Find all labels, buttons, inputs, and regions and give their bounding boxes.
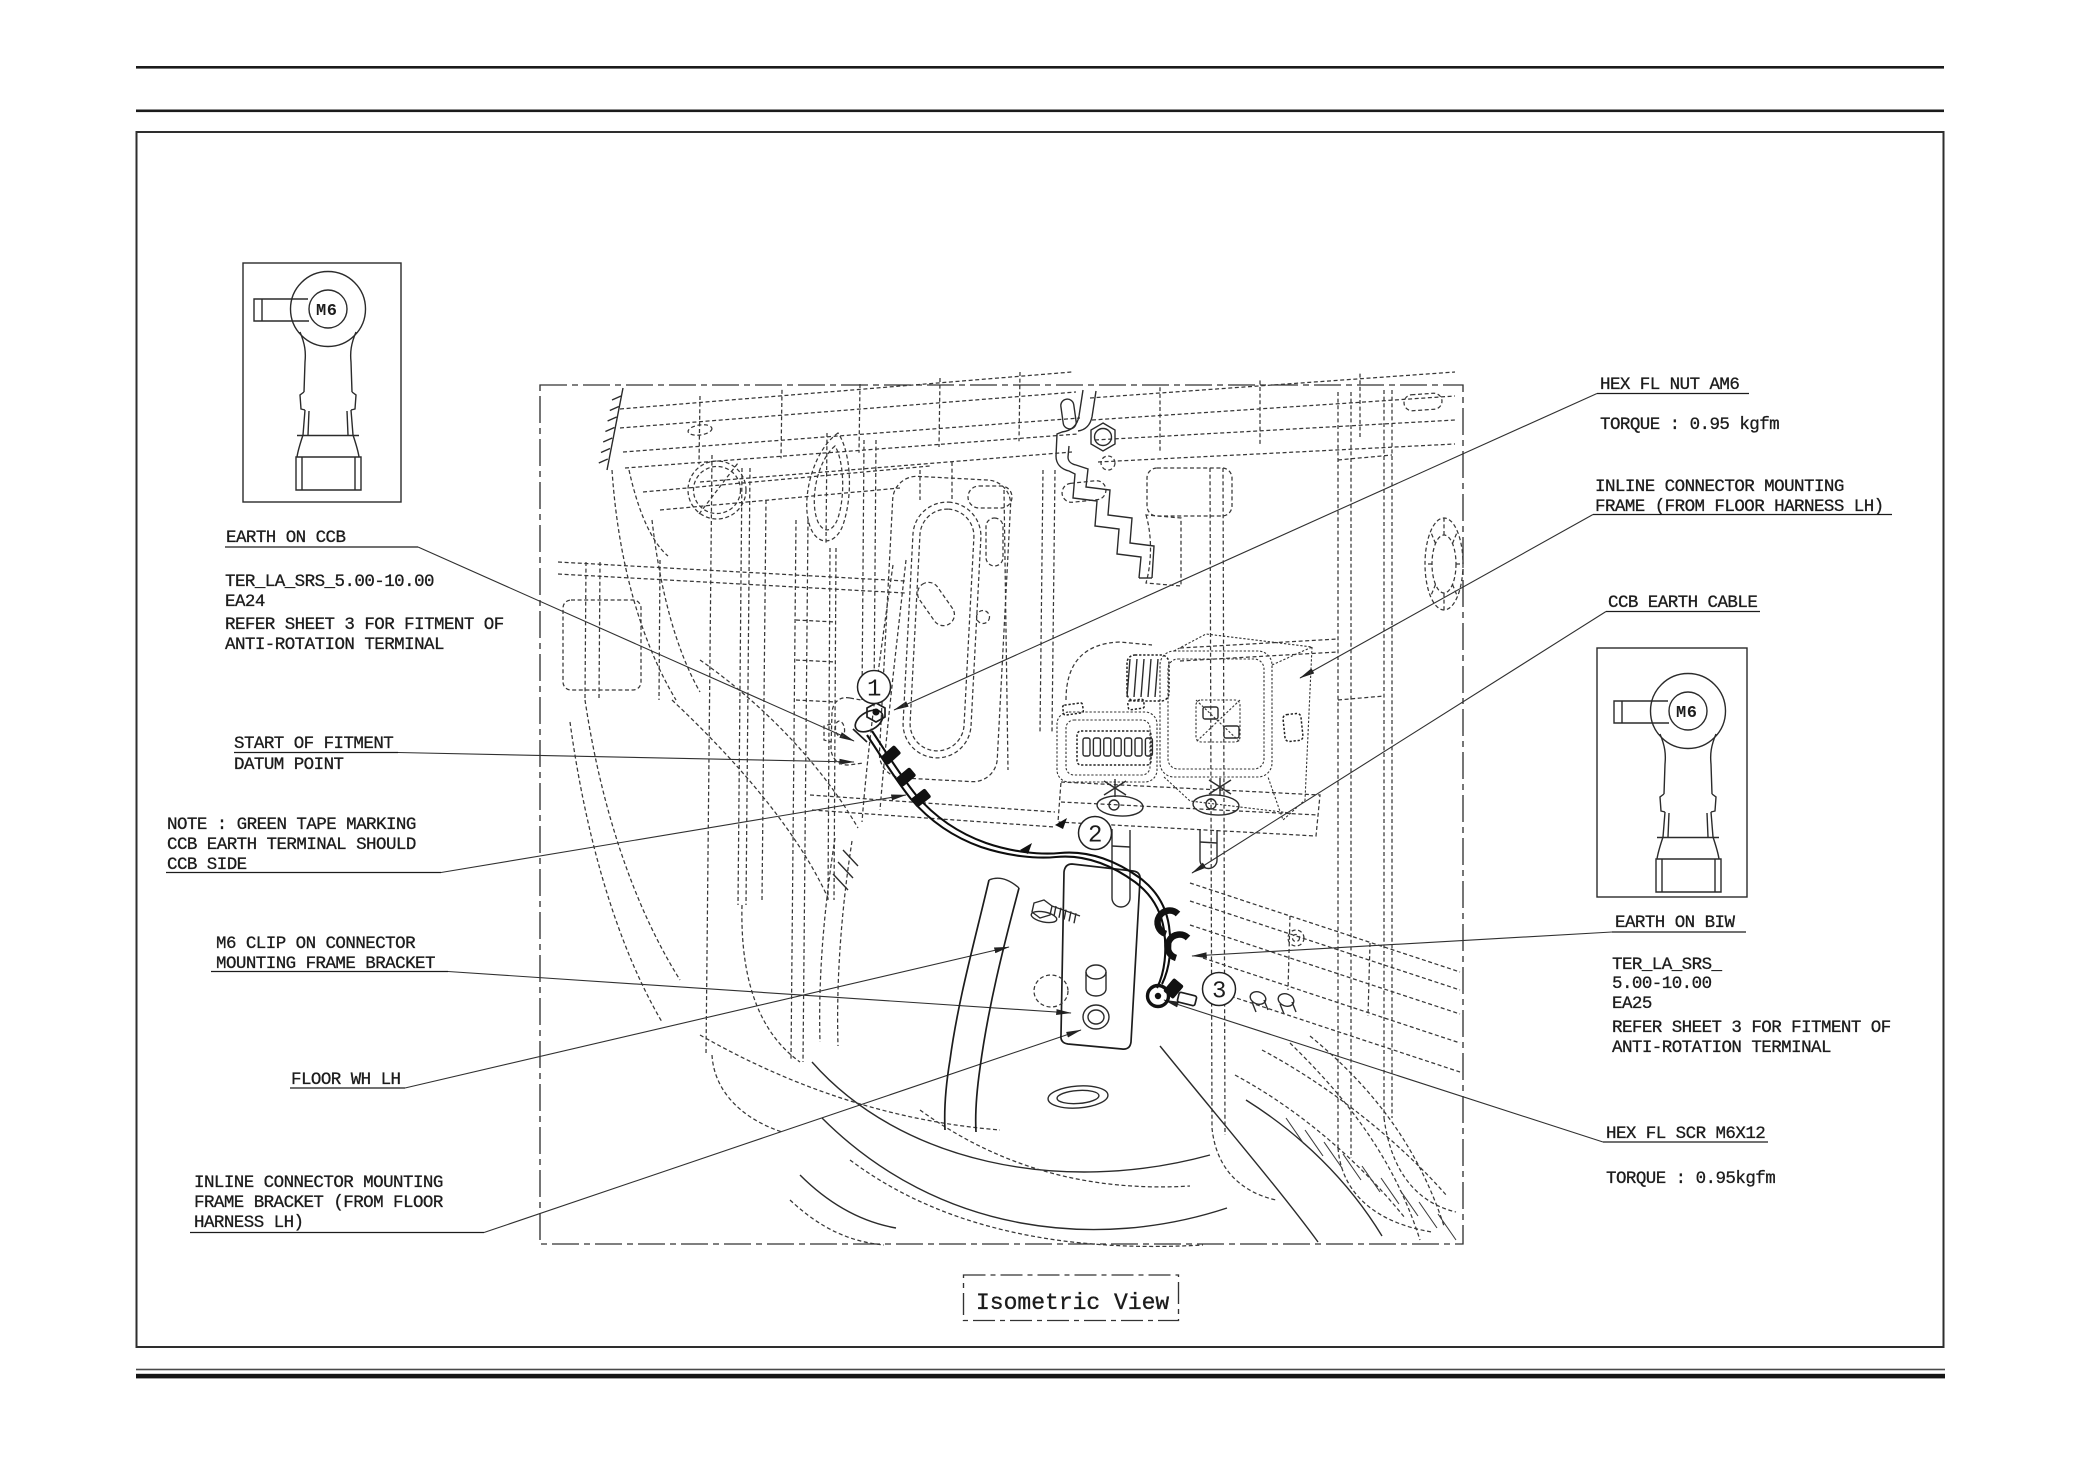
svg-text:CCB EARTH CABLE: CCB EARTH CABLE (1608, 593, 1757, 613)
svg-text:START OF FITMENT: START OF FITMENT (234, 734, 393, 754)
svg-text:EA24: EA24 (225, 592, 265, 612)
svg-text:Isometric View: Isometric View (976, 1290, 1169, 1316)
svg-text:INLINE CONNECTOR MOUNTING: INLINE CONNECTOR MOUNTING (1595, 477, 1844, 497)
svg-text:HEX FL NUT AM6: HEX FL NUT AM6 (1600, 375, 1739, 395)
svg-text:MOUNTING FRAME BRACKET: MOUNTING FRAME BRACKET (216, 954, 435, 974)
svg-text:ANTI-ROTATION TERMINAL: ANTI-ROTATION TERMINAL (1612, 1038, 1831, 1058)
svg-text:EA25: EA25 (1612, 994, 1652, 1014)
svg-text:FRAME BRACKET (FROM FLOOR: FRAME BRACKET (FROM FLOOR (194, 1193, 444, 1213)
svg-text:EARTH ON CCB: EARTH ON CCB (226, 528, 345, 548)
svg-text:FRAME (FROM FLOOR HARNESS LH): FRAME (FROM FLOOR HARNESS LH) (1595, 497, 1884, 517)
svg-text:ANTI-ROTATION TERMINAL: ANTI-ROTATION TERMINAL (225, 635, 444, 655)
svg-text:CCB SIDE: CCB SIDE (167, 855, 247, 875)
svg-text:REFER SHEET 3 FOR FITMENT OF: REFER SHEET 3 FOR FITMENT OF (1612, 1018, 1891, 1038)
svg-text:TORQUE : 0.95kgfm: TORQUE : 0.95kgfm (1606, 1169, 1775, 1189)
svg-text:HEX FL SCR M6X12: HEX FL SCR M6X12 (1606, 1124, 1765, 1144)
svg-text:5.00-10.00: 5.00-10.00 (1612, 974, 1712, 994)
svg-text:FLOOR WH LH: FLOOR WH LH (291, 1070, 401, 1090)
svg-text:TORQUE : 0.95 kgfm: TORQUE : 0.95 kgfm (1600, 415, 1779, 435)
svg-text:NOTE : GREEN TAPE MARKING: NOTE : GREEN TAPE MARKING (167, 815, 416, 835)
svg-text:EARTH ON BIW: EARTH ON BIW (1615, 913, 1735, 933)
svg-text:3: 3 (1212, 979, 1226, 1006)
svg-text:1: 1 (867, 677, 881, 704)
svg-text:TER_LA_SRS_5.00-10.00: TER_LA_SRS_5.00-10.00 (225, 572, 434, 592)
svg-text:2: 2 (1088, 823, 1102, 850)
svg-text:M6: M6 (316, 302, 337, 321)
svg-text:DATUM POINT: DATUM POINT (234, 755, 344, 775)
svg-text:TER_LA_SRS_: TER_LA_SRS_ (1612, 955, 1723, 975)
svg-text:M6 CLIP ON CONNECTOR: M6 CLIP ON CONNECTOR (216, 934, 416, 954)
svg-text:REFER SHEET 3 FOR FITMENT OF: REFER SHEET 3 FOR FITMENT OF (225, 615, 504, 635)
svg-text:CCB EARTH TERMINAL SHOULD: CCB EARTH TERMINAL SHOULD (167, 835, 416, 855)
svg-text:HARNESS LH): HARNESS LH) (194, 1213, 303, 1233)
svg-text:INLINE CONNECTOR MOUNTING: INLINE CONNECTOR MOUNTING (194, 1173, 443, 1193)
